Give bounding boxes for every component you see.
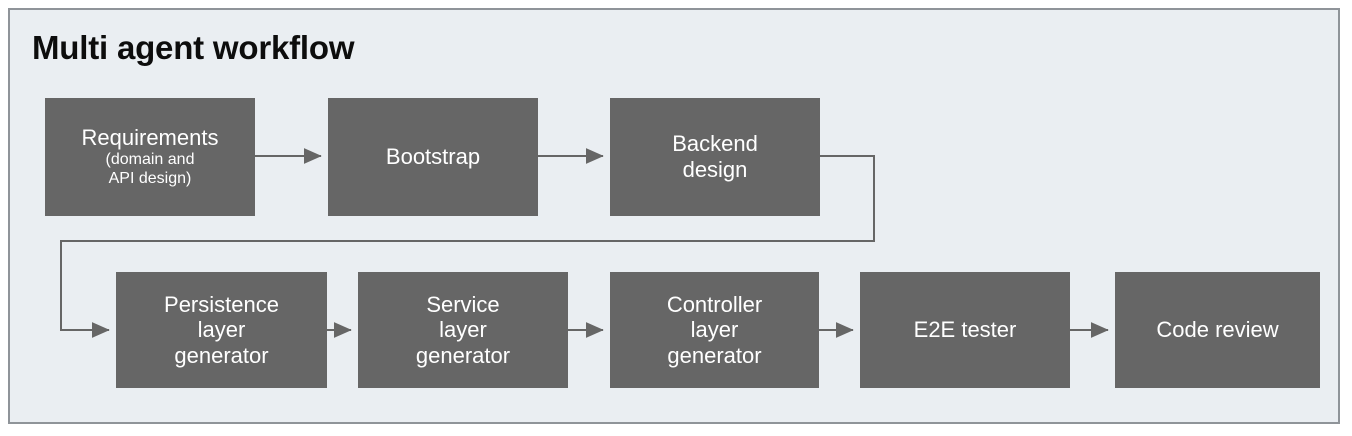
node-requirements[interactable]: Requirements(domain and API design) (45, 98, 255, 216)
node-label: Persistence layer generator (164, 291, 279, 368)
node-label: E2E tester (913, 317, 1017, 343)
node-sublabel: (domain and API design) (105, 151, 195, 188)
node-bootstrap[interactable]: Bootstrap (328, 98, 538, 216)
node-label: Service layer generator (415, 291, 511, 368)
node-label: Bootstrap (385, 144, 481, 170)
node-backend-design[interactable]: Backend design (610, 98, 820, 216)
page-title: Multi agent workflow (32, 29, 355, 66)
node-label: Requirements (81, 124, 219, 150)
node-e2e-tester[interactable]: E2E tester (860, 272, 1070, 388)
node-service-layer-generator[interactable]: Service layer generator (358, 272, 568, 388)
node-persistence-layer-generator[interactable]: Persistence layer generator (116, 272, 327, 388)
node-label: Backend design (672, 131, 758, 182)
node-label: Code review (1156, 317, 1279, 343)
node-code-review[interactable]: Code review (1115, 272, 1320, 388)
node-label: Controller layer generator (666, 291, 763, 368)
node-controller-layer-generator[interactable]: Controller layer generator (610, 272, 819, 388)
